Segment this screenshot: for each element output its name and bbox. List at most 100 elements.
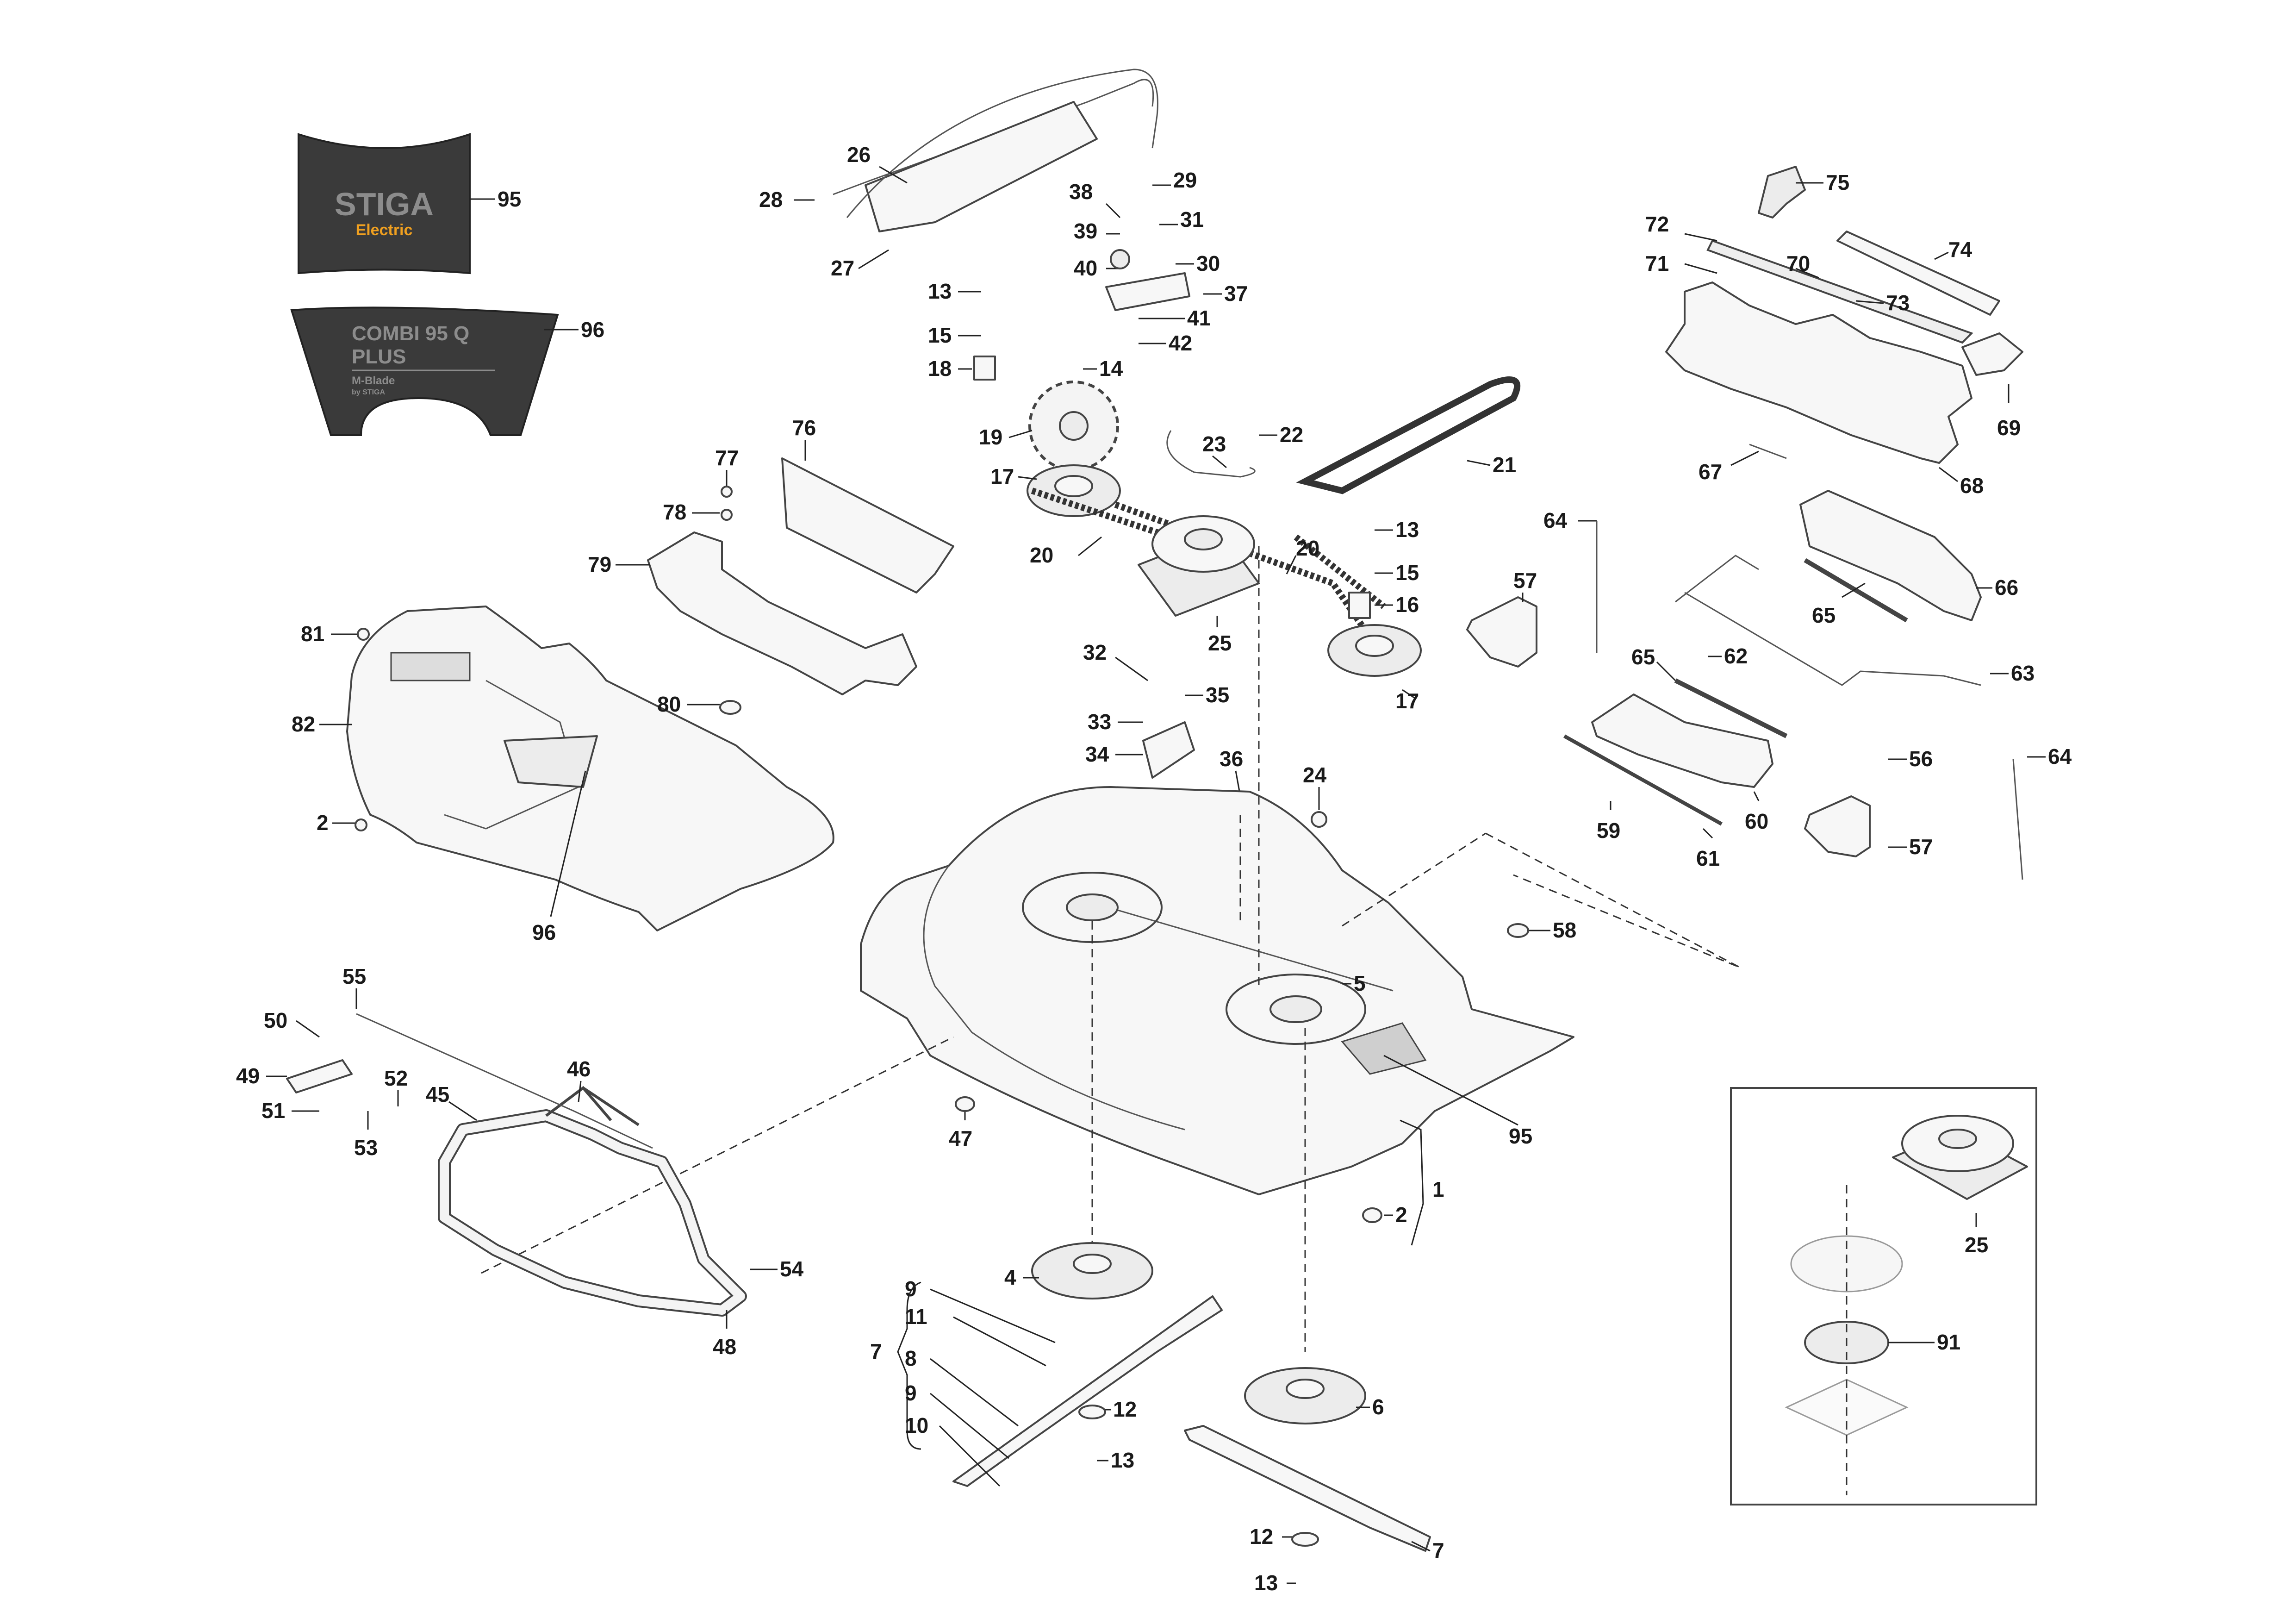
cable-26-part (833, 69, 1158, 232)
label-11: 11 (905, 1305, 927, 1329)
callout-77: 77 (715, 446, 739, 498)
label-20-left: 20 (1030, 543, 1053, 567)
lift-frame-46-part (438, 1086, 747, 1317)
callout-1: 1 (1400, 1119, 1444, 1246)
callout-14: 14 (1083, 356, 1123, 381)
label-12-b: 12 (1250, 1524, 1273, 1549)
callout-6: 6 (1356, 1395, 1384, 1419)
callout-2-left: 2 (317, 811, 367, 835)
callout-34: 34 (1085, 721, 1195, 779)
callout-65-b: 65 (1631, 645, 1676, 681)
label-63: 63 (2011, 661, 2035, 685)
label-73: 73 (1886, 291, 1910, 315)
label-22: 22 (1280, 423, 1303, 447)
label-64-b: 64 (2048, 744, 2072, 768)
label-47: 47 (949, 1126, 972, 1150)
callout-35: 35 (1185, 683, 1229, 707)
callout-16: 16 (1348, 592, 1419, 619)
label-25-center: 25 (1208, 631, 1232, 655)
callout-62: 62 (1708, 644, 1748, 668)
inset-box (1730, 1087, 2037, 1505)
callout-47: 47 (949, 1096, 975, 1150)
callout-50: 50 (264, 1008, 320, 1038)
label-9-a: 9 (905, 1277, 917, 1301)
label-19: 19 (979, 425, 1002, 449)
callout-15-b: 15 (1375, 561, 1419, 585)
callout-9-a: 9 (905, 1277, 1056, 1343)
label-71: 71 (1645, 251, 1669, 275)
callout-59: 59 (1597, 801, 1620, 843)
label-64-a: 64 (1543, 508, 1568, 532)
label-52: 52 (384, 1066, 408, 1090)
label-41: 41 (1187, 306, 1211, 330)
callout-13-d: 13 (1254, 1571, 1296, 1595)
callout-54: 54 (750, 1257, 804, 1281)
label-17-right: 17 (1395, 689, 1419, 713)
callout-69: 69 (1997, 384, 2021, 440)
label-67: 67 (1699, 460, 1722, 484)
callout-49: 49 (236, 1059, 353, 1093)
label-96: 96 (581, 318, 604, 342)
rod-65-mid-part (1674, 678, 1788, 738)
label-65-a: 65 (1812, 603, 1836, 627)
label-13-d: 13 (1254, 1571, 1278, 1595)
combi-blade-text: M-Blade (352, 375, 395, 387)
label-7-right: 7 (1432, 1538, 1444, 1562)
label-82: 82 (292, 712, 315, 736)
label-50: 50 (264, 1008, 287, 1032)
label-42: 42 (1169, 331, 1192, 355)
label-30: 30 (1196, 251, 1220, 275)
blade-7-right-part (1184, 1425, 1431, 1552)
label-58: 58 (1553, 918, 1576, 942)
label-74: 74 (1948, 237, 1972, 262)
stiga-electric-decal: STIGA Electric (298, 133, 471, 275)
label-2-left: 2 (317, 811, 329, 835)
rod-70-part (1706, 239, 1973, 344)
callout-68: 68 (1939, 467, 1984, 498)
callout-25-inset: 25 (1965, 1213, 1988, 1257)
callout-22: 22 (1259, 423, 1303, 447)
label-56: 56 (1909, 747, 1933, 771)
label-10: 10 (905, 1413, 928, 1437)
label-60: 60 (1745, 809, 1768, 833)
label-80: 80 (657, 692, 681, 716)
callout-33: 33 (1088, 710, 1143, 734)
callout-26: 26 (847, 143, 908, 184)
bracket-79-part (647, 531, 917, 695)
callout-96-cover: 96 (532, 770, 586, 944)
callout-10: 10 (905, 1413, 1001, 1487)
pulley-17-right-part (1327, 624, 1422, 677)
label-68: 68 (1960, 474, 1984, 498)
label-66: 66 (1995, 575, 2018, 600)
blade-spindle-6-part (1244, 1367, 1366, 1424)
callout-96-top: 96 (544, 318, 604, 342)
callout-82: 82 (292, 712, 352, 736)
plate-74-part (1836, 231, 2000, 316)
label-29: 29 (1173, 168, 1197, 192)
callout-39: 39 (1074, 219, 1120, 243)
callout-79: 79 (588, 552, 650, 576)
stiga-electric-text: Electric (356, 221, 413, 239)
callout-57-b: 57 (1888, 835, 1933, 859)
rod-61-part (1563, 734, 1723, 826)
plate-76-part (781, 457, 954, 593)
callout-61: 61 (1696, 828, 1720, 870)
label-46: 46 (567, 1057, 591, 1081)
callout-91: 91 (1888, 1330, 1960, 1354)
callout-70: 70 (1786, 251, 1819, 279)
label-38: 38 (1069, 180, 1093, 204)
label-37: 37 (1224, 281, 1248, 306)
callout-32: 32 (1083, 640, 1148, 681)
callout-56: 56 (1888, 747, 1933, 771)
label-53: 53 (354, 1136, 378, 1160)
callout-64-b: 64 (2012, 744, 2072, 880)
belt-cover-part (346, 606, 834, 931)
callout-30: 30 (1176, 251, 1220, 275)
label-14: 14 (1099, 356, 1123, 381)
label-69: 69 (1997, 416, 2021, 440)
callout-75: 75 (1796, 170, 1849, 194)
callout-7-left: 7 (870, 1281, 921, 1450)
spring-23-part (1166, 430, 1256, 478)
combi-model-line2: PLUS (352, 345, 406, 368)
callout-95-deck: 95 (1383, 1055, 1532, 1148)
